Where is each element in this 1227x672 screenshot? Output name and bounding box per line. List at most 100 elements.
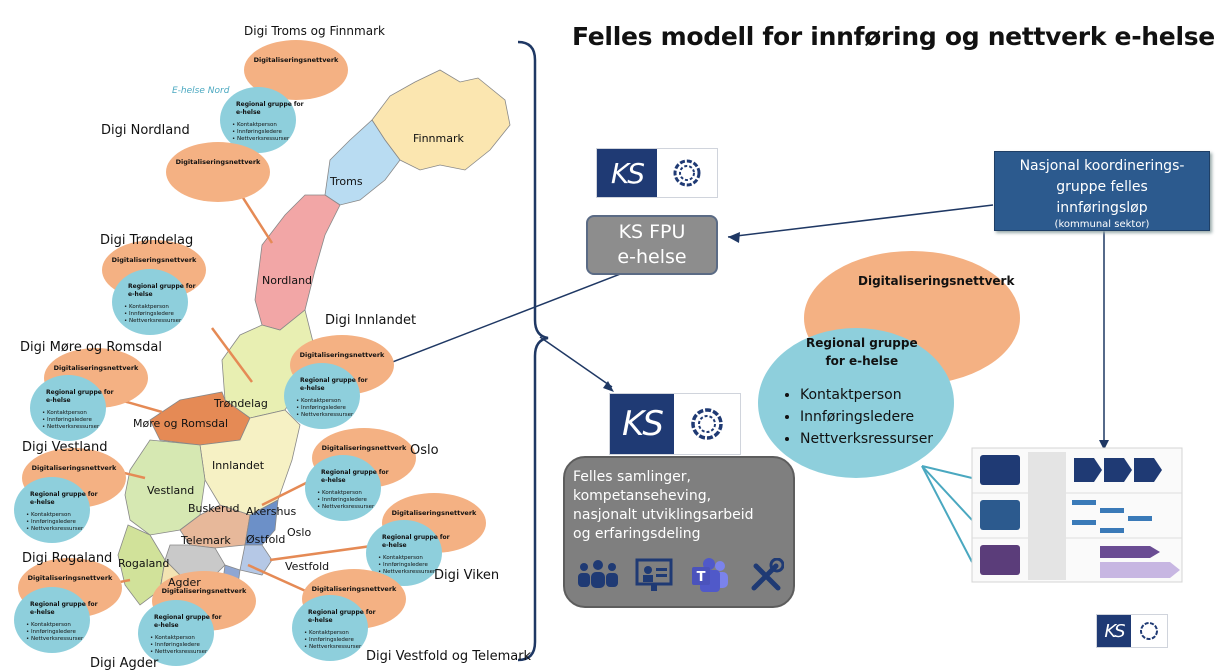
group-label: e-helse bbox=[46, 397, 71, 404]
label-oslo-region: Oslo bbox=[410, 443, 439, 458]
flow-thumbnails bbox=[971, 447, 1183, 583]
group-item: • Nettverksressurser bbox=[317, 504, 375, 510]
net-label: Digitaliseringsnettverk bbox=[162, 587, 247, 595]
felles-line: Felles samlinger, bbox=[573, 469, 691, 485]
map-label-akershus: Akershus bbox=[246, 505, 297, 518]
map-label-trondelag: Trøndelag bbox=[214, 397, 268, 410]
group-ellipse bbox=[220, 87, 296, 153]
group-label: Regional gruppe for bbox=[30, 491, 98, 498]
map-label-nordland: Nordland bbox=[262, 274, 313, 287]
group-ellipse bbox=[138, 600, 214, 666]
ks-logo-middle: KS bbox=[609, 393, 741, 455]
group-meeting-icon bbox=[576, 556, 620, 596]
arrowhead-felles bbox=[603, 381, 614, 392]
net-label: Digitaliseringsnettverk bbox=[392, 509, 477, 517]
ks-logo-text: KS bbox=[1097, 615, 1131, 647]
group-item: • Kontaktperson bbox=[26, 512, 71, 518]
group-ellipse bbox=[14, 587, 90, 653]
page-title: Felles modell for innføring og nettverk … bbox=[572, 22, 1215, 51]
nasjonal-koordineringsgruppe-box: Nasjonal koordinerings- gruppe felles in… bbox=[994, 151, 1210, 231]
group-label: Regional gruppe for bbox=[382, 534, 450, 541]
group-label: e-helse bbox=[30, 499, 55, 506]
ks-logo-bottom: KS bbox=[1096, 614, 1168, 648]
label-digi-more-romsdal: Digi Møre og Romsdal bbox=[20, 340, 162, 355]
chain-ring-icon bbox=[657, 149, 717, 197]
group-item: • Kontaktperson bbox=[42, 410, 87, 416]
group-item: • Kontaktperson bbox=[317, 490, 362, 496]
arrowhead-thumbs bbox=[1099, 440, 1109, 450]
bracket bbox=[517, 40, 549, 662]
group-item: • Nettverksressurser bbox=[26, 636, 84, 642]
norway-map bbox=[117, 69, 511, 616]
group-item: • Kontaktperson bbox=[296, 398, 341, 404]
map-label-telemark: Telemark bbox=[181, 534, 231, 547]
group-item: • Innføringsledere bbox=[26, 519, 76, 525]
label-digi-trondelag: Digi Trøndelag bbox=[100, 233, 194, 248]
felles-line: og erfaringsdeling bbox=[573, 526, 701, 542]
big-group-item: Nettverksressurser bbox=[800, 428, 933, 450]
net-label: Digitaliseringsnettverk bbox=[54, 364, 139, 372]
group-ellipse bbox=[284, 363, 360, 429]
group-item: • Kontaktperson bbox=[150, 635, 195, 641]
felles-line: kompetanseheving, bbox=[573, 488, 712, 504]
chain-ring-icon bbox=[1131, 615, 1167, 647]
net-ellipse bbox=[166, 142, 270, 202]
group-label: e-helse bbox=[308, 617, 333, 624]
group-label: Regional gruppe for bbox=[308, 609, 376, 616]
group-item: • Kontaktperson bbox=[378, 555, 423, 561]
teal-connectors bbox=[921, 465, 973, 563]
label-ehelse-nord: E-helse Nord bbox=[172, 86, 230, 96]
group-ellipse bbox=[292, 595, 368, 661]
net-label: Digitaliseringsnettverk bbox=[176, 158, 261, 166]
ks-logo-top: KS bbox=[596, 148, 718, 198]
big-net-label: Digitaliseringsnettverk bbox=[858, 274, 1015, 288]
group-item: • Kontaktperson bbox=[26, 622, 71, 628]
group-item: • Innføringsledere bbox=[124, 311, 174, 317]
net-label: Digitaliseringsnettverk bbox=[322, 444, 407, 452]
group-label: e-helse bbox=[236, 109, 261, 116]
group-item: • Innføringsledere bbox=[42, 417, 92, 423]
group-item: • Nettverksressurser bbox=[304, 644, 362, 650]
nasjonal-line3: innføringsløp bbox=[1056, 200, 1148, 216]
label-digi-vestland: Digi Vestland bbox=[22, 440, 108, 455]
group-item: • Innføringsledere bbox=[317, 497, 367, 503]
big-group-line1: Regional gruppe bbox=[806, 336, 918, 350]
map-region-nordland bbox=[254, 194, 341, 331]
group-ellipse bbox=[112, 269, 188, 335]
label-digi-innlandet: Digi Innlandet bbox=[325, 313, 417, 328]
group-label: e-helse bbox=[30, 609, 55, 616]
map-label-rogaland: Rogaland bbox=[118, 557, 170, 570]
group-label: e-helse bbox=[128, 291, 153, 298]
net-label: Digitaliseringsnettverk bbox=[254, 56, 339, 64]
map-region-ostfold bbox=[239, 544, 273, 576]
group-item: • Nettverksressurser bbox=[124, 318, 182, 324]
svg-text:T: T bbox=[697, 570, 706, 585]
group-label: e-helse bbox=[321, 477, 346, 484]
net-label: Digitaliseringsnettverk bbox=[28, 574, 113, 582]
map-label-more-romsdal: Møre og Romsdal bbox=[133, 417, 229, 430]
label-digi-agder: Digi Agder bbox=[90, 656, 159, 671]
tools-icon bbox=[744, 556, 788, 596]
felles-line: nasjonalt utviklingsarbeid bbox=[573, 507, 754, 523]
group-item: • Nettverksressurser bbox=[42, 424, 100, 430]
net-label: Digitaliseringsnettverk bbox=[112, 256, 197, 264]
map-region-finnmark bbox=[371, 69, 511, 171]
group-item: • Nettverksressurser bbox=[26, 526, 84, 532]
group-ellipse bbox=[305, 455, 381, 521]
group-item: • Kontaktperson bbox=[304, 630, 349, 636]
ks-fpu-line2: e-helse bbox=[617, 246, 687, 268]
ks-fpu-line1: KS FPU bbox=[618, 221, 686, 243]
group-label: e-helse bbox=[300, 385, 325, 392]
label-digi-nordland: Digi Nordland bbox=[101, 123, 190, 138]
ks-logo-text: KS bbox=[597, 149, 657, 197]
ks-fpu-box: KS FPU e-helse bbox=[586, 215, 718, 275]
group-label: Regional gruppe for bbox=[46, 389, 114, 396]
big-group-title: Regional gruppe for e-helse bbox=[806, 334, 918, 370]
group-label: Regional gruppe for bbox=[128, 283, 196, 290]
group-ellipse bbox=[14, 477, 90, 543]
felles-icons: T bbox=[576, 556, 788, 596]
group-ellipse bbox=[366, 520, 442, 586]
group-item: • Innføringsledere bbox=[26, 629, 76, 635]
map-label-oslo: Oslo bbox=[287, 526, 312, 539]
